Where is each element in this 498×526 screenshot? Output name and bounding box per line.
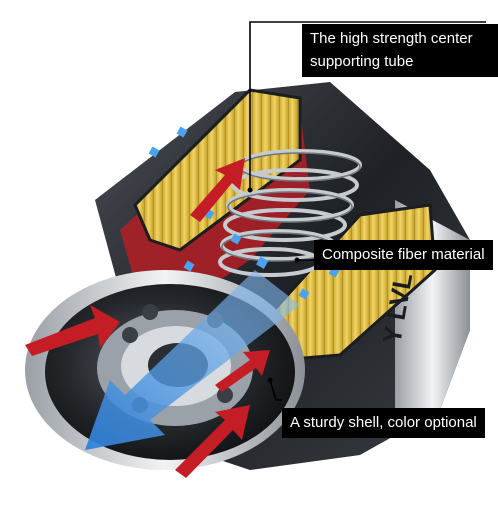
callout-center-tube: The high strength center supporting tube [302, 24, 498, 77]
oil-in-arrows [25, 158, 270, 478]
callout-fiber-material: Composite fiber material [314, 240, 493, 270]
callout-shell: A sturdy shell, color optional [282, 408, 485, 438]
flow-marks [148, 126, 340, 300]
leader-dot-tube [247, 187, 253, 193]
leader-dot-fiber [294, 257, 300, 263]
oil-out-arrow [85, 270, 300, 450]
leader-dot-shell [267, 377, 273, 383]
